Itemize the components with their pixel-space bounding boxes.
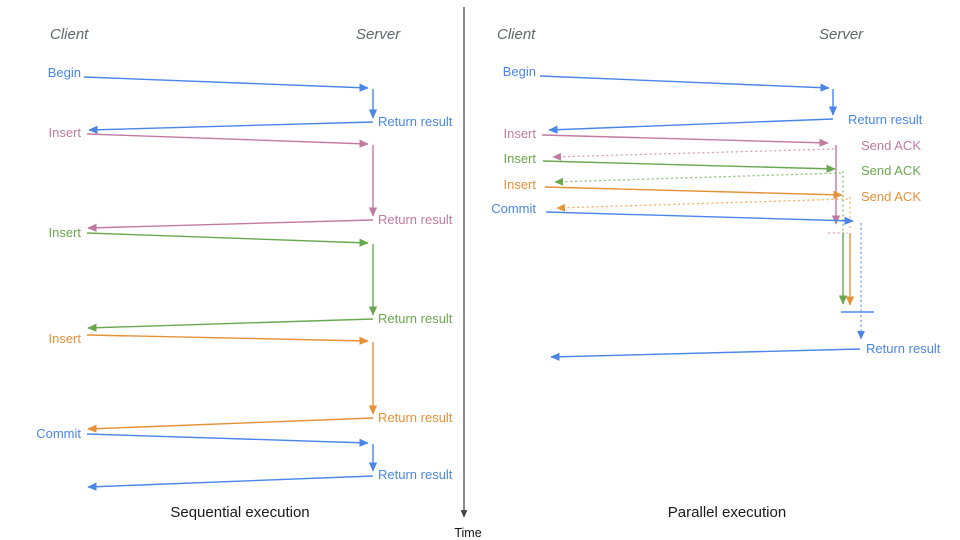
- par-begin-label: Begin: [503, 64, 536, 79]
- parallel-title: Parallel execution: [668, 504, 786, 521]
- par-commit-response-label: Return result: [866, 341, 941, 356]
- seq-begin-response-arrow: [88, 121, 374, 134]
- time-axis: Time: [454, 7, 482, 540]
- par-insert1-ack-label: Send ACK: [861, 138, 921, 153]
- sequential-title: Sequential execution: [170, 504, 309, 521]
- seq-insert1-label: Insert: [48, 125, 81, 140]
- seq-commit-response-arrow: [87, 475, 374, 491]
- sequential-panel: Client Server Begin Return result Insert…: [36, 26, 453, 521]
- seq-commit-label: Commit: [36, 426, 81, 441]
- seq-commit-response-label: Return result: [378, 467, 453, 482]
- par-insert2-label: Insert: [503, 151, 536, 166]
- par-insert2-request-arrow: [542, 160, 836, 173]
- par-commit-request-arrow: [545, 211, 854, 225]
- par-commit-label: Commit: [491, 201, 536, 216]
- seq-insert2-request-arrow: [86, 232, 369, 247]
- seq-commit-request-arrow: [86, 433, 369, 447]
- par-insert3-request-arrow: [544, 186, 843, 199]
- seq-insert2-label: Insert: [48, 225, 81, 240]
- seq-begin-label: Begin: [48, 65, 81, 80]
- par-insert2-ack-label: Send ACK: [861, 163, 921, 178]
- par-begin-response-arrow: [548, 118, 834, 134]
- parallel-panel: Client Server Begin Return result Insert…: [491, 26, 941, 521]
- sequential-client-header: Client: [50, 26, 89, 43]
- par-insert1-ack-arrow: [552, 148, 835, 161]
- seq-insert3-label: Insert: [48, 331, 81, 346]
- seq-insert3-response-label: Return result: [378, 410, 453, 425]
- par-insert2-ack-arrow: [554, 172, 842, 186]
- sequential-server-header: Server: [356, 26, 401, 43]
- parallel-client-header: Client: [497, 26, 536, 43]
- seq-insert1-response-arrow: [87, 219, 374, 232]
- par-insert1-label: Insert: [503, 126, 536, 141]
- seq-begin-request-arrow: [83, 76, 369, 92]
- seq-begin-response-label: Return result: [378, 114, 453, 129]
- seq-insert3-response-arrow: [87, 417, 374, 433]
- seq-insert2-response-label: Return result: [378, 311, 453, 326]
- par-insert3-ack-arrow: [556, 198, 849, 212]
- seq-insert3-request-arrow: [86, 334, 369, 345]
- time-axis-label: Time: [454, 526, 481, 540]
- par-commit-response-arrow: [550, 348, 861, 361]
- seq-insert2-response-arrow: [87, 318, 374, 332]
- parallel-server-header: Server: [819, 26, 864, 43]
- par-insert3-label: Insert: [503, 177, 536, 192]
- par-insert3-ack-label: Send ACK: [861, 189, 921, 204]
- par-begin-response-label: Return result: [848, 112, 923, 127]
- seq-insert1-request-arrow: [86, 133, 369, 148]
- par-insert1-request-arrow: [541, 134, 829, 147]
- par-begin-request-arrow: [539, 75, 830, 92]
- seq-insert1-response-label: Return result: [378, 212, 453, 227]
